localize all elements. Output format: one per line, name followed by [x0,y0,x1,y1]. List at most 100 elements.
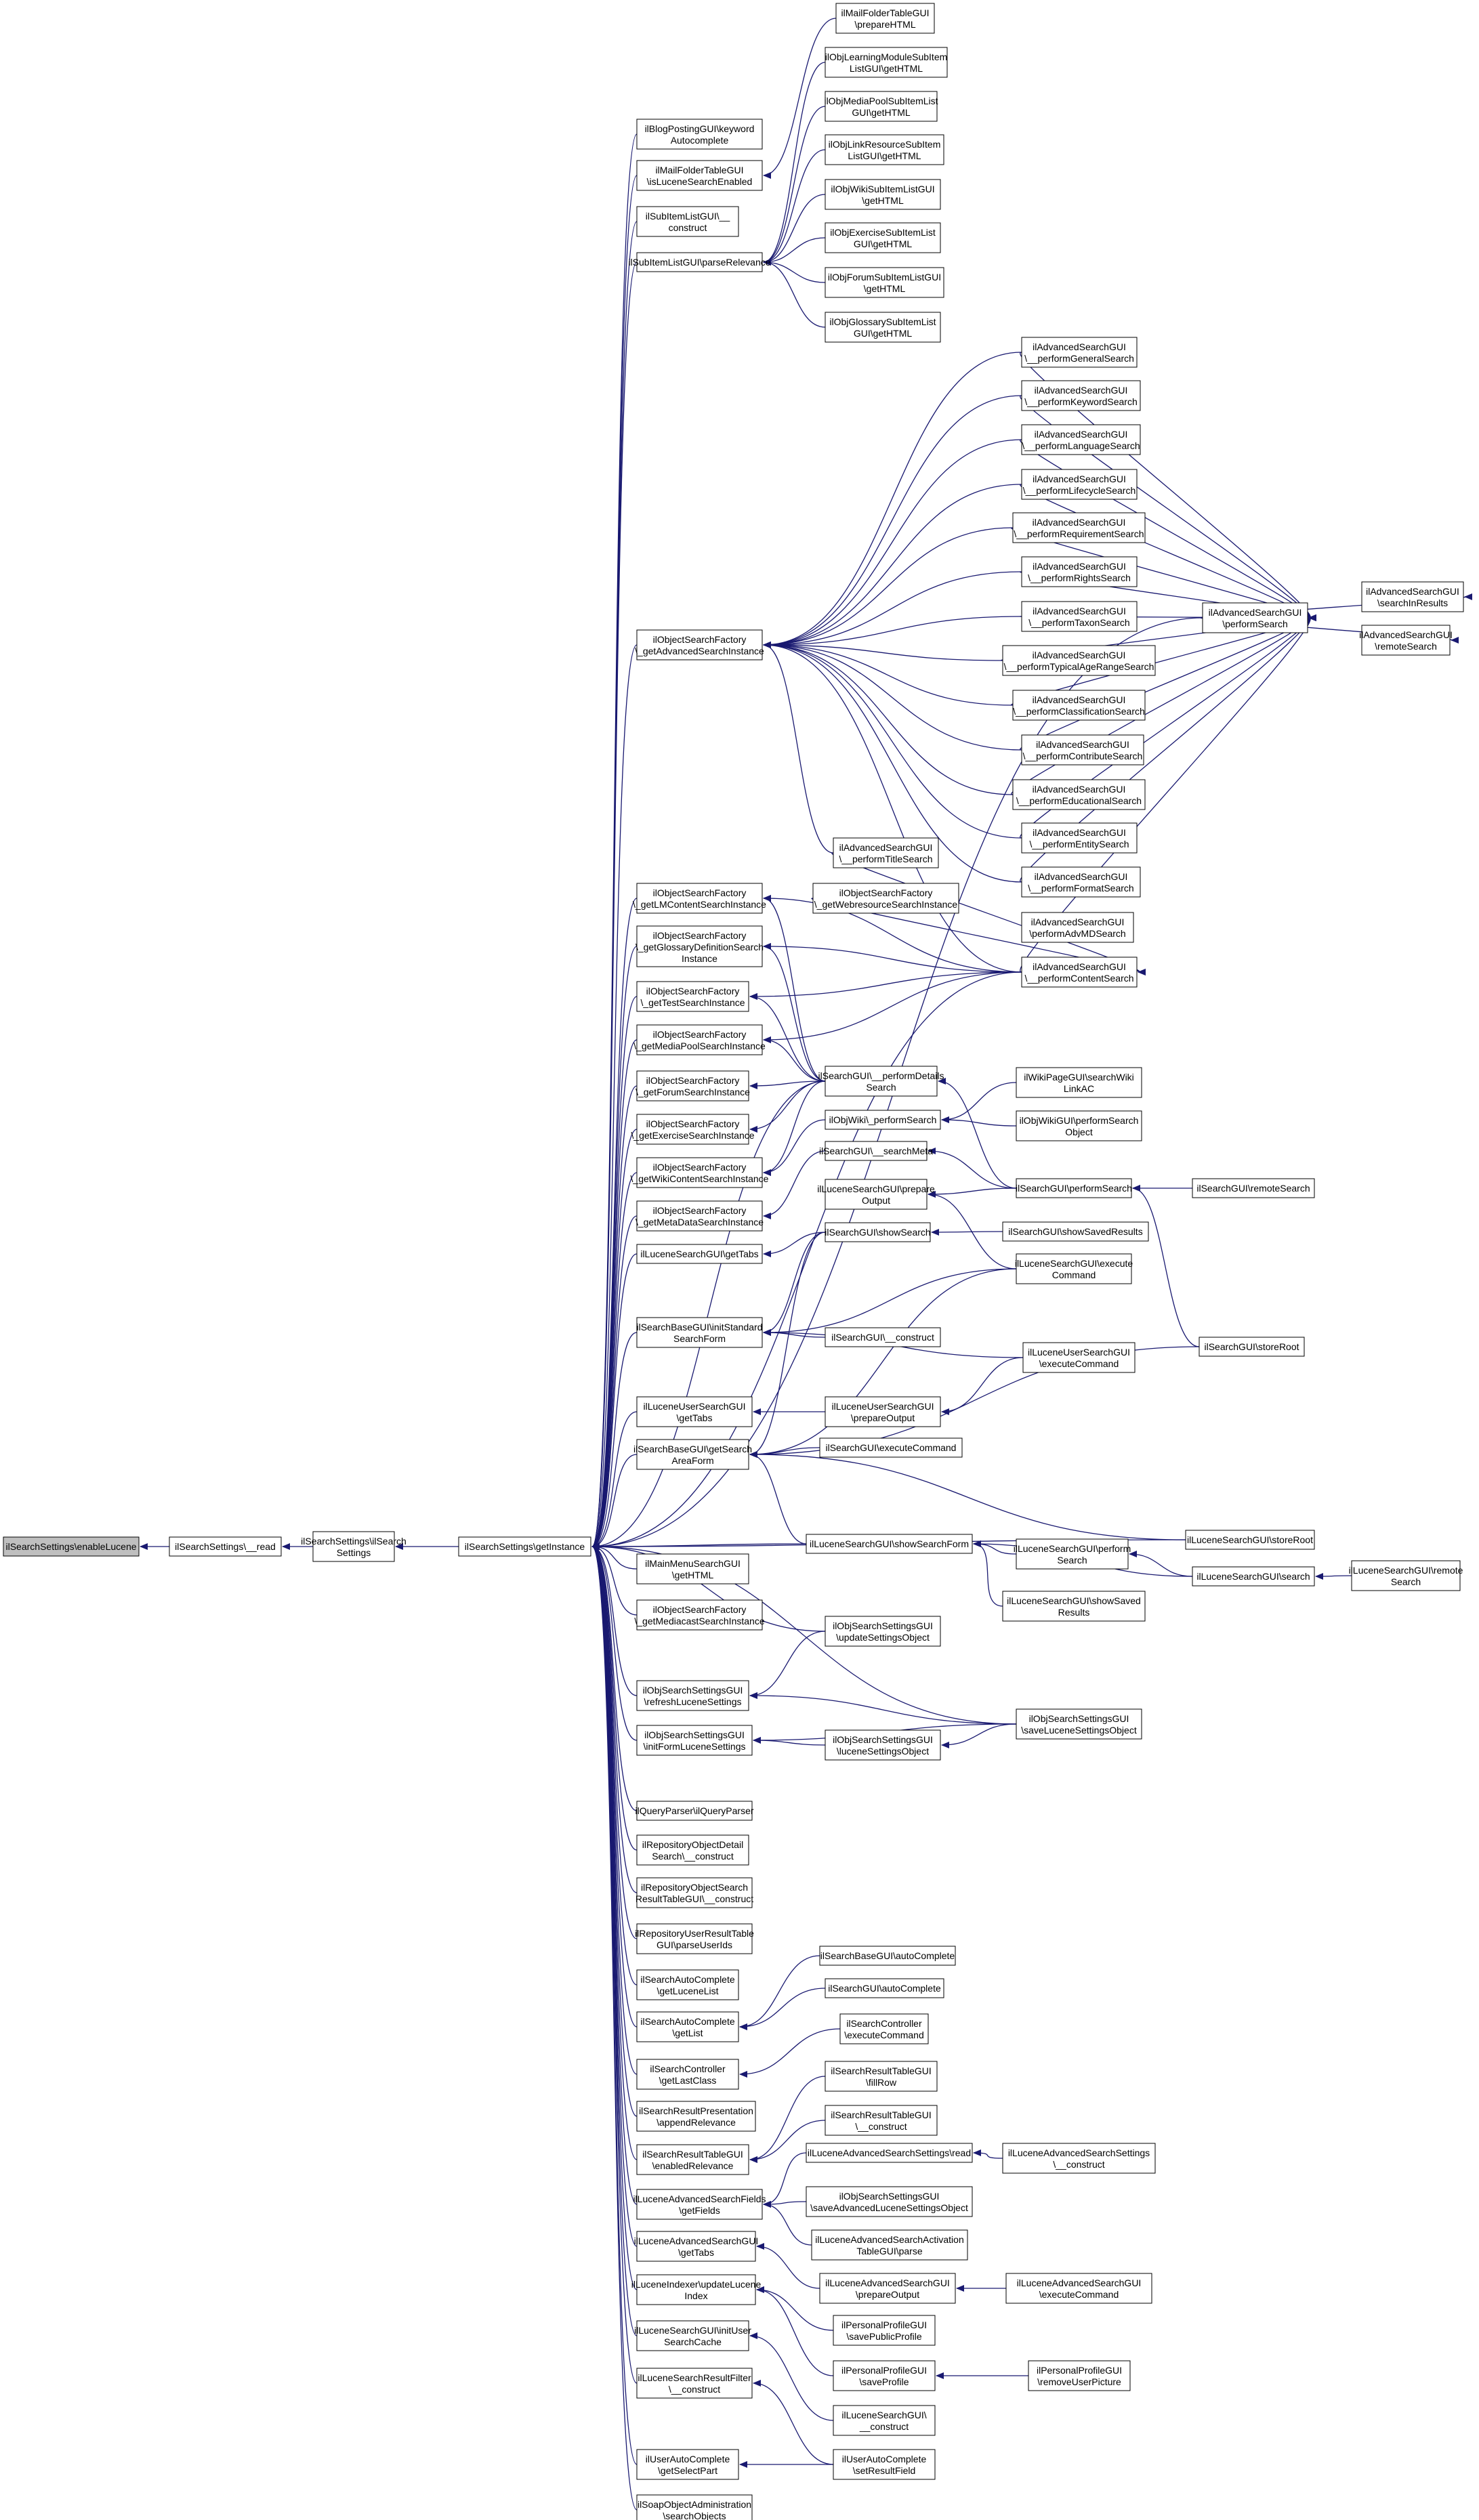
node-a20[interactable]: ilObjSearchSettingsGUI\refreshLuceneSett… [636,1680,749,1711]
node-g10[interactable]: ilLuceneAdvancedSearchSettings\__constru… [1002,2143,1156,2174]
node-a13[interactable]: ilObjectSearchFactory\_getMetaDataSearch… [636,1200,764,1232]
node-c3[interactable]: ilAdvancedSearchGUI\__performLanguageSea… [1021,424,1141,455]
node-f22[interactable]: ilPersonalProfileGUI\saveProfile [833,2360,936,2391]
node-a37[interactable]: ilSoapObjectAdministration\searchObjects [636,2494,753,2520]
node-f6[interactable]: ilSearchGUI\__construct [825,1327,941,1347]
node-b2[interactable]: ilObjLearningModuleSubItemListGUI\getHTM… [825,47,948,78]
node-g12[interactable]: ilPersonalProfileGUI\removeUserPicture [1028,2360,1131,2391]
node-f10[interactable]: ilObjSearchSettingsGUI\updateSettingsObj… [825,1616,941,1647]
node-c1[interactable]: ilAdvancedSearchGUI\__performGeneralSear… [1021,337,1138,368]
node-e2[interactable]: ilAdvancedSearchGUI\remoteSearch [1359,625,1453,656]
node-c12[interactable]: ilAdvancedSearchGUI\__performEntitySearc… [1021,822,1138,854]
node-a22[interactable]: ilQueryParser\ilQueryParser [635,1801,754,1821]
node-g6[interactable]: ilLuceneUserSearchGUI\executeCommand [1022,1342,1136,1373]
node-c6[interactable]: ilAdvancedSearchGUI\__performRightsSearc… [1021,556,1138,587]
node-t1[interactable]: ilAdvancedSearchGUI\__performTitleSearch [833,837,939,868]
node-a30[interactable]: ilSearchResultTableGUI\enabledRelevance [636,2144,749,2175]
node-a21[interactable]: ilObjSearchSettingsGUI\initFormLuceneSet… [636,1725,753,1756]
node-a4[interactable]: ilSubItemListGUI\parseRelevance [628,252,771,272]
node-g11[interactable]: ilLuceneAdvancedSearchGUI\executeCommand [1005,2273,1152,2304]
node-f2[interactable]: ilObjWiki\_performSearch [825,1110,941,1130]
node-g3[interactable]: ilSearchGUI\performSearch [1016,1178,1132,1198]
node-f12[interactable]: ilSearchBaseGUI\autoComplete [819,1946,956,1966]
node-c8[interactable]: ilAdvancedSearchGUI\__performTypicalAgeR… [1002,645,1156,676]
node-w1[interactable]: ilObjectSearchFactory\_getWebresourceSea… [812,883,959,914]
node-f11[interactable]: ilObjSearchSettingsGUI\luceneSettingsObj… [825,1729,941,1761]
node-a11[interactable]: ilObjectSearchFactory\_getExerciseSearch… [631,1114,755,1145]
node-a25[interactable]: ilRepositoryUserResultTableGUI\parseUser… [635,1923,754,1954]
node-a26[interactable]: ilSearchAutoComplete\getLuceneList [636,1969,739,2000]
node-b1[interactable]: ilMailFolderTableGUI\prepareHTML [835,3,935,34]
node-d1[interactable]: ilAdvancedSearchGUI\performSearch [1202,602,1308,633]
node-b7[interactable]: ilObjForumSubItemListGUI\getHTML [825,267,944,298]
node-f24[interactable]: ilUserAutoComplete\setResultField [833,2449,936,2480]
node-c11[interactable]: ilAdvancedSearchGUI\__performEducational… [1012,779,1146,810]
node-f15[interactable]: ilSearchResultTableGUI\fillRow [825,2061,938,2092]
node-c9[interactable]: ilAdvancedSearchGUI\__performClassificat… [1012,690,1146,721]
node-b5[interactable]: ilObjWikiSubItemListGUI\getHTML [825,179,941,210]
node-i1[interactable]: ilLuceneSearchGUI\remoteSearch [1349,1560,1463,1591]
node-f17[interactable]: ilLuceneAdvancedSearchSettings\read [806,2143,973,2163]
node-a28[interactable]: ilSearchController\getLastClass [636,2059,739,2090]
node-f13[interactable]: ilSearchGUI\autoComplete [825,1978,944,1998]
node-a31[interactable]: ilLuceneAdvancedSearchFields\getFields [633,2189,766,2220]
node-h2[interactable]: ilSearchGUI\storeRoot [1199,1337,1305,1357]
node-a23[interactable]: ilRepositoryObjectDetailSearch\__constru… [636,1834,749,1866]
node-c4[interactable]: ilAdvancedSearchGUI\__performLifecycleSe… [1021,469,1138,500]
node-f8[interactable]: ilSearchGUI\executeCommand [819,1437,963,1458]
node-c2[interactable]: ilAdvancedSearchGUI\__performKeywordSear… [1021,380,1141,411]
node-c14[interactable]: ilAdvancedSearchGUI\performAdvMDSearch [1021,912,1134,943]
node-e1[interactable]: ilAdvancedSearchGUI\searchInResults [1361,581,1464,612]
node-f4[interactable]: ilLuceneSearchGUI\prepareOutput [817,1179,935,1210]
node-h1[interactable]: ilSearchGUI\remoteSearch [1192,1178,1315,1198]
node-g9[interactable]: ilObjSearchSettingsGUI\saveLuceneSetting… [1016,1708,1142,1740]
node-a2[interactable]: ilMailFolderTableGUI\isLuceneSearchEnabl… [636,160,763,191]
node-c7[interactable]: ilAdvancedSearchGUI\__performTaxonSearch [1021,601,1138,632]
node-a16[interactable]: ilLuceneUserSearchGUI\getTabs [636,1396,753,1427]
node-f5[interactable]: ilSearchGUI\showSearch [825,1222,931,1242]
node-a6[interactable]: ilObjectSearchFactory\_getLMContentSearc… [633,883,766,914]
node-h3[interactable]: ilLuceneSearchGUI\storeRoot [1185,1530,1315,1550]
node-f16[interactable]: ilSearchResultTableGUI\__construct [825,2105,938,2136]
node-n1[interactable]: ilSearchSettings\__read [169,1536,282,1557]
node-a14[interactable]: ilLuceneSearchGUI\getTabs [636,1244,763,1264]
node-a8[interactable]: ilObjectSearchFactory\_getTestSearchInst… [636,981,749,1012]
node-a5[interactable]: ilObjectSearchFactory\_getAdvancedSearch… [635,629,764,660]
node-f7[interactable]: ilLuceneUserSearchGUI\prepareOutput [825,1396,941,1427]
node-c10[interactable]: ilAdvancedSearchGUI\__performContributeS… [1021,734,1144,765]
node-n0[interactable]: ilSearchSettings\enableLucene [3,1536,140,1557]
node-c15[interactable]: ilAdvancedSearchGUI\__performContentSear… [1021,957,1138,988]
node-a36[interactable]: ilUserAutoComplete\getSelectPart [636,2449,739,2480]
node-g7[interactable]: ilLuceneSearchGUI\performSearch [1014,1538,1131,1570]
node-a12[interactable]: ilObjectSearchFactory\_getWikiContentSea… [631,1157,769,1188]
node-g5[interactable]: ilLuceneSearchGUI\executeCommand [1015,1253,1133,1284]
node-f3[interactable]: ilSearchGUI\__searchMeta [819,1141,933,1161]
node-a9[interactable]: ilObjectSearchFactory\_getMediaPoolSearc… [633,1024,766,1055]
node-a35[interactable]: ilLuceneSearchResultFilter\__construct [636,2368,753,2399]
node-f18[interactable]: ilObjSearchSettingsGUI\saveAdvancedLucen… [806,2186,973,2217]
node-a18[interactable]: ilMainMenuSearchGUI\getHTML [636,1553,749,1584]
node-f23[interactable]: ilLuceneSearchGUI\__construct [833,2405,936,2436]
node-f14[interactable]: ilSearchController\executeCommand [839,2013,929,2044]
node-a32[interactable]: ilLuceneAdvancedSearchGUI\getTabs [634,2231,759,2262]
node-c5[interactable]: ilAdvancedSearchGUI\__performRequirement… [1012,512,1146,543]
node-g4[interactable]: ilSearchGUI\showSavedResults [1002,1221,1149,1242]
node-a3[interactable]: ilSubItemListGUI\__construct [636,206,739,237]
node-c13[interactable]: ilAdvancedSearchGUI\__performFormatSearc… [1021,866,1141,898]
node-a29[interactable]: ilSearchResultPresentation\appendRelevan… [636,2101,756,2132]
node-f9[interactable]: ilLuceneSearchGUI\showSearchForm [806,1534,973,1554]
node-n3[interactable]: ilSearchSettings\getInstance [458,1536,591,1557]
node-g8[interactable]: ilLuceneSearchGUI\showSavedResults [1002,1591,1146,1622]
node-a19[interactable]: ilObjectSearchFactory\_getMediacastSearc… [634,1599,765,1631]
